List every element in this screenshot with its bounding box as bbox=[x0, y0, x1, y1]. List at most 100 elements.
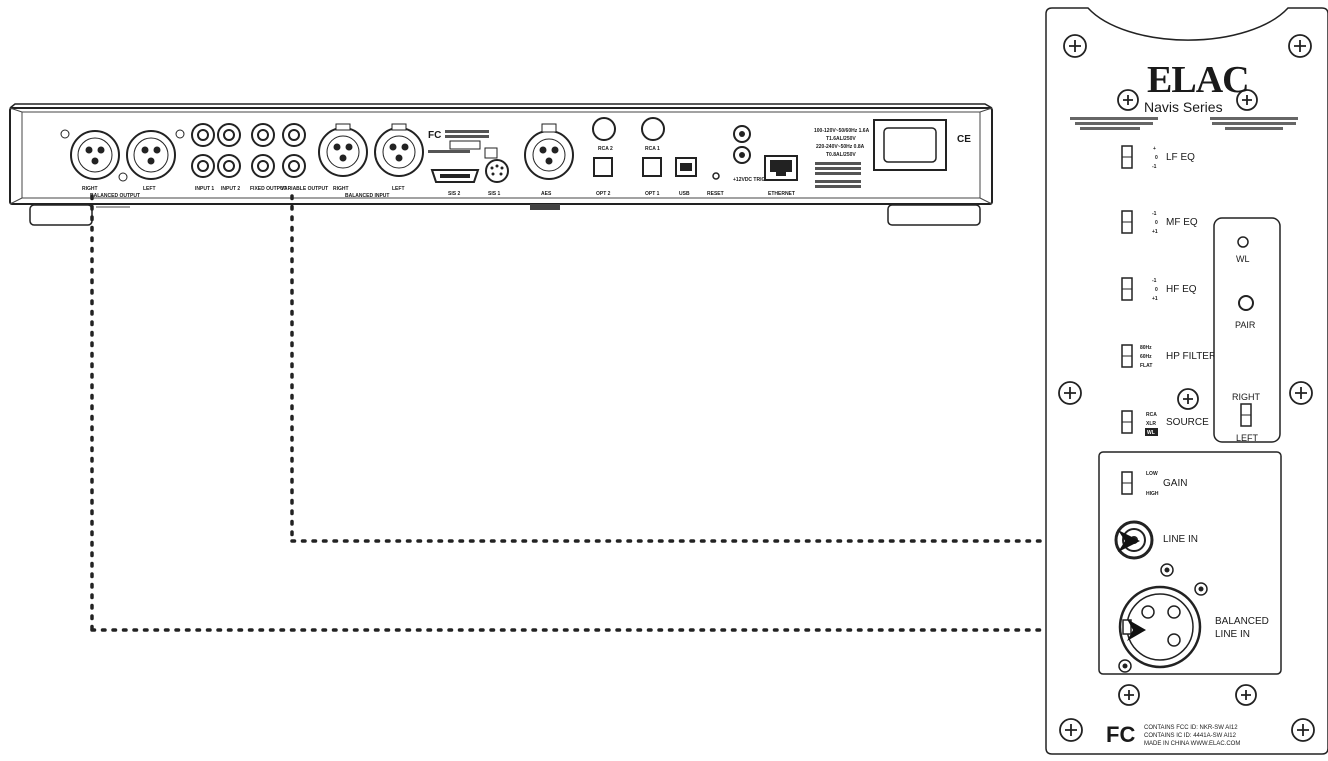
opt2-port bbox=[593, 157, 613, 177]
mf-eq-switch: -1 0 +1 MF EQ bbox=[1121, 210, 1198, 235]
cable-balanced-to-balanced-line-in bbox=[90, 194, 1129, 632]
hp-filter-switch: 80Hz 60Hz FLAT HP FILTER bbox=[1121, 344, 1216, 369]
amp-foot-left bbox=[29, 204, 93, 226]
svg-text:LINE IN: LINE IN bbox=[1215, 629, 1250, 640]
label-right: RIGHT bbox=[82, 186, 98, 192]
label-ethernet: ETHERNET bbox=[768, 191, 795, 197]
brand-logo: ELAC bbox=[1147, 59, 1249, 101]
label-balanced-input-left: LEFT bbox=[392, 186, 405, 192]
power-inlet bbox=[873, 119, 947, 171]
svg-text:MF EQ: MF EQ bbox=[1166, 217, 1198, 228]
sis1-port bbox=[485, 159, 509, 183]
svg-text:0: 0 bbox=[1155, 155, 1158, 161]
wireless-pairing-panel: WL PAIR RIGHT LEFT bbox=[1213, 217, 1281, 443]
label-sis2: SIS 2 bbox=[448, 191, 460, 197]
pair-button bbox=[1238, 295, 1254, 311]
power-rating-text: 100-120V~50/60Hz 1.6A T1.6AL/250V 220-24… bbox=[814, 128, 870, 188]
svg-text:FC: FC bbox=[428, 130, 441, 141]
svg-text:LOW: LOW bbox=[1146, 471, 1158, 477]
svg-text:LF EQ: LF EQ bbox=[1166, 152, 1195, 163]
label-rca2: RCA 2 bbox=[598, 146, 613, 152]
balanced-output-left-connector bbox=[126, 130, 176, 180]
svg-text:CONTAINS IC ID: 4441A-SW AI12: CONTAINS IC ID: 4441A-SW AI12 bbox=[1144, 733, 1237, 739]
svg-text:80Hz: 80Hz bbox=[1140, 345, 1152, 351]
svg-text:SOURCE: SOURCE bbox=[1166, 417, 1209, 428]
lf-eq-switch: + 0 -1 LF EQ bbox=[1121, 145, 1195, 170]
balanced-line-in-connector bbox=[1118, 585, 1202, 669]
svg-text:RCA: RCA bbox=[1146, 412, 1157, 418]
line-in-arrow-icon bbox=[1118, 530, 1140, 552]
svg-text:RIGHT: RIGHT bbox=[1232, 392, 1261, 402]
label-balanced-input-right: RIGHT bbox=[333, 186, 349, 192]
balanced-output-right-connector bbox=[70, 130, 120, 180]
svg-text:60Hz: 60Hz bbox=[1140, 354, 1152, 360]
label-aes: AES bbox=[541, 191, 552, 197]
source-switch: RCA XLR WL SOURCE bbox=[1121, 410, 1209, 436]
amplifier-rear-panel: RIGHT LEFT BALANCED OUTPUT INPUT 1 INPUT… bbox=[9, 103, 993, 226]
svg-text:WL: WL bbox=[1236, 254, 1250, 264]
aes-connector bbox=[524, 123, 574, 180]
opt1-port bbox=[642, 157, 662, 177]
series-name: Navis Series bbox=[1144, 99, 1223, 115]
label-sis1: SIS 1 bbox=[488, 191, 500, 197]
amp-foot-right bbox=[887, 204, 981, 226]
label-opt1: OPT 1 bbox=[645, 191, 660, 197]
ethernet-port bbox=[764, 155, 798, 181]
svg-text:HIGH: HIGH bbox=[1146, 491, 1159, 497]
reset-button bbox=[712, 172, 720, 180]
label-variable-output: VARIABLE OUTPUT bbox=[281, 186, 328, 192]
label-trigger: +12VDC TRIGGER LOOP bbox=[733, 177, 792, 183]
svg-text:220-240V~50Hz 0.8A: 220-240V~50Hz 0.8A bbox=[816, 144, 865, 150]
label-fixed-output: FIXED OUTPUT bbox=[250, 186, 287, 192]
rca2-jack bbox=[592, 117, 616, 141]
ce-mark: CE bbox=[957, 134, 971, 145]
label-balanced-input: BALANCED INPUT bbox=[345, 193, 389, 199]
fcc-logo-icon: FC bbox=[1106, 722, 1135, 747]
label-input1: INPUT 1 bbox=[195, 186, 214, 192]
wl-indicator bbox=[1237, 236, 1249, 248]
svg-text:WL: WL bbox=[1147, 430, 1155, 436]
svg-text:BALANCED: BALANCED bbox=[1215, 616, 1269, 627]
svg-text:GAIN: GAIN bbox=[1163, 478, 1187, 489]
fcc-compliance: FC CONTAINS FCC ID: NKR-SW AI12 CONTAINS… bbox=[1106, 722, 1240, 747]
hf-eq-switch: -1 0 +1 HF EQ bbox=[1121, 277, 1197, 302]
label-rca1: RCA 1 bbox=[645, 146, 660, 152]
svg-text:-1: -1 bbox=[1152, 164, 1157, 170]
amp-warning-labels: FC bbox=[428, 130, 498, 159]
label-input2: INPUT 2 bbox=[221, 186, 240, 192]
label-left: LEFT bbox=[143, 186, 156, 192]
input-section: LOW HIGH GAIN LINE IN BALANCE bbox=[1098, 451, 1282, 675]
panel-screws bbox=[1058, 34, 1315, 742]
svg-text:PAIR: PAIR bbox=[1235, 320, 1256, 330]
svg-text:+1: +1 bbox=[1152, 296, 1158, 302]
rca-jack-block bbox=[191, 123, 306, 178]
usb-port bbox=[675, 157, 697, 177]
svg-text:+: + bbox=[1153, 146, 1156, 152]
svg-text:MADE IN CHINA WWW.ELAC.COM: MADE IN CHINA WWW.ELAC.COM bbox=[1144, 741, 1240, 747]
label-usb: USB bbox=[679, 191, 690, 197]
svg-text:0: 0 bbox=[1155, 220, 1158, 226]
label-opt2: OPT 2 bbox=[596, 191, 611, 197]
svg-text:HP FILTER: HP FILTER bbox=[1166, 351, 1216, 362]
svg-text:T1.6AL/250V: T1.6AL/250V bbox=[826, 136, 856, 142]
balanced-input-right-connector bbox=[318, 123, 368, 177]
svg-text:FLAT: FLAT bbox=[1140, 363, 1152, 369]
svg-text:XLR: XLR bbox=[1146, 421, 1156, 427]
balanced-input-left-connector bbox=[374, 123, 424, 177]
svg-text:-1: -1 bbox=[1152, 278, 1157, 284]
svg-text:HF EQ: HF EQ bbox=[1166, 284, 1197, 295]
rca1-jack bbox=[641, 117, 665, 141]
hdmi-port bbox=[430, 169, 480, 183]
svg-text:0: 0 bbox=[1155, 287, 1158, 293]
svg-text:-1: -1 bbox=[1152, 211, 1157, 217]
svg-text:LEFT: LEFT bbox=[1236, 433, 1259, 443]
line-in-label: LINE IN bbox=[1163, 534, 1198, 545]
speaker-rear-panel: ELAC Navis Series + 0 -1 LF EQ -1 0 +1 M… bbox=[1045, 7, 1328, 755]
balanced-line-in-arrow-icon bbox=[1127, 619, 1146, 641]
svg-text:CONTAINS FCC ID: NKR-SW AI12: CONTAINS FCC ID: NKR-SW AI12 bbox=[1144, 725, 1238, 731]
label-balanced-output: BALANCED OUTPUT bbox=[90, 193, 140, 199]
svg-text:T0.8AL/250V: T0.8AL/250V bbox=[826, 152, 856, 158]
cable-variable-to-line-in bbox=[290, 194, 1120, 543]
